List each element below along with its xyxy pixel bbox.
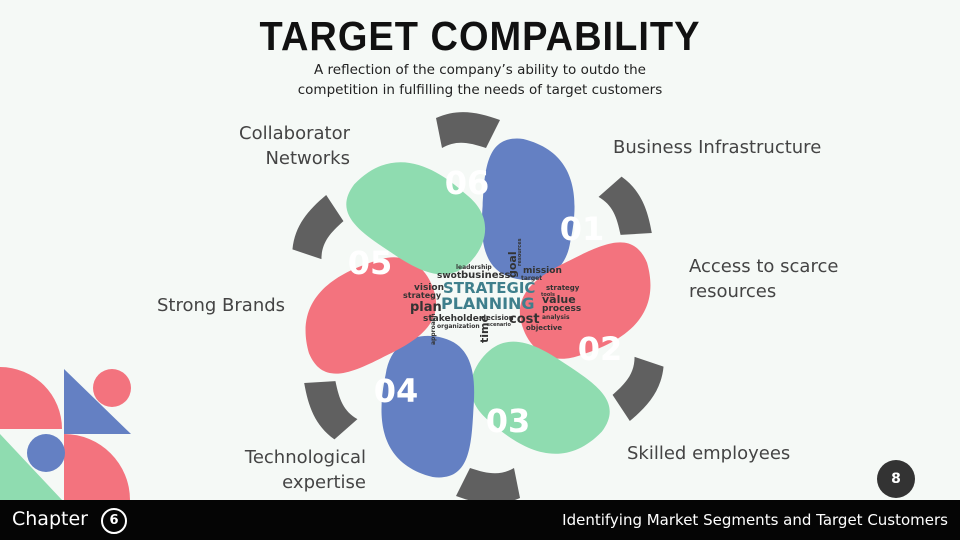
- footer-title: Identifying Market Segments and Target C…: [562, 511, 948, 529]
- word-cloud-word: PLANNING: [441, 294, 535, 313]
- petal-number-05: 05: [348, 244, 393, 282]
- connector-shadow: [598, 176, 652, 235]
- blue-triangle-shape: [64, 369, 131, 434]
- connector-shadow: [292, 194, 344, 260]
- chapter-number-badge: 6: [101, 508, 127, 534]
- word-cloud-word: goal: [506, 251, 519, 278]
- word-cloud-word: vision: [414, 283, 444, 293]
- word-cloud-word: decision: [481, 314, 514, 322]
- word-cloud-word: objective: [526, 324, 562, 332]
- label-skilled-employees: Skilled employees: [627, 443, 791, 464]
- word-cloud-word: process: [542, 304, 581, 314]
- corner-decoration: [0, 367, 131, 500]
- word-cloud-word: time: [478, 315, 491, 343]
- pink-circle-shape: [93, 369, 131, 407]
- label-strong-brands: Strong Brands: [157, 295, 286, 316]
- label-access-to-scarce-resources: Access to scarce resources: [689, 254, 838, 304]
- subtitle-line-2: competition in fulfilling the needs of t…: [297, 82, 663, 98]
- label-line: expertise: [282, 472, 366, 493]
- label-line: resources: [689, 281, 777, 302]
- label-line: Networks: [265, 148, 350, 169]
- word-cloud-word: mission: [523, 266, 562, 276]
- connector-shadows: [292, 112, 664, 504]
- word-cloud-word: tools: [541, 292, 555, 298]
- subtitle-line-1: A reflection of the company’s ability to…: [314, 62, 646, 78]
- label-business-infrastructure: Business Infrastructure: [613, 137, 822, 158]
- word-cloud-word: value: [542, 293, 576, 306]
- word-cloud: leadership goal resources swot business …: [403, 238, 581, 345]
- label-technological-expertise: Technological expertise: [216, 445, 366, 495]
- word-cloud-word: target: [521, 275, 542, 282]
- pink-quarter-shape: [0, 367, 62, 429]
- page-title: TARGET COMPABILITY: [259, 14, 701, 60]
- word-cloud-word: scenario: [487, 322, 511, 328]
- page-subtitle: A reflection of the company’s ability to…: [250, 60, 710, 100]
- chapter-label: Chapter: [12, 508, 88, 530]
- word-cloud-word: leadership: [456, 264, 492, 271]
- footer-bar: Chapter 6 Identifying Market Segments an…: [0, 500, 960, 540]
- petal-number-01: 01: [560, 210, 605, 248]
- word-cloud-word: strategy: [403, 291, 442, 300]
- connector-shadow: [612, 356, 664, 422]
- pink-half-disc-shape: [64, 434, 130, 500]
- word-cloud-word: resources: [517, 238, 523, 266]
- word-cloud-word: swot: [437, 271, 462, 281]
- petal-number-04: 04: [374, 372, 419, 410]
- connector-shadow: [456, 468, 520, 504]
- word-cloud-word: strategy: [546, 284, 580, 292]
- green-triangle-shape: [0, 434, 62, 500]
- blue-circle-shape: [27, 434, 65, 472]
- word-cloud-word: analysis: [542, 314, 570, 321]
- word-cloud-word: approach: [430, 313, 437, 345]
- word-cloud-word: STRATEGIC: [443, 279, 535, 297]
- label-line: Access to scarce: [689, 256, 839, 277]
- word-cloud-word: business: [461, 270, 511, 281]
- label-collaborator-networks: Collaborator Networks: [200, 121, 350, 171]
- petal-number-03: 03: [486, 402, 531, 440]
- connector-shadow: [304, 381, 358, 440]
- word-cloud-word: cost: [509, 312, 540, 327]
- word-cloud-word: stakeholder: [423, 314, 484, 324]
- petal-number-06: 06: [445, 164, 490, 202]
- connector-shadow: [436, 112, 500, 148]
- page-number-badge: 8: [877, 460, 915, 498]
- label-line: Collaborator: [239, 123, 350, 144]
- word-cloud-word: plan: [410, 300, 442, 315]
- word-cloud-word: organization: [437, 323, 480, 330]
- label-line: Technological: [244, 447, 366, 468]
- petal-number-02: 02: [578, 330, 623, 368]
